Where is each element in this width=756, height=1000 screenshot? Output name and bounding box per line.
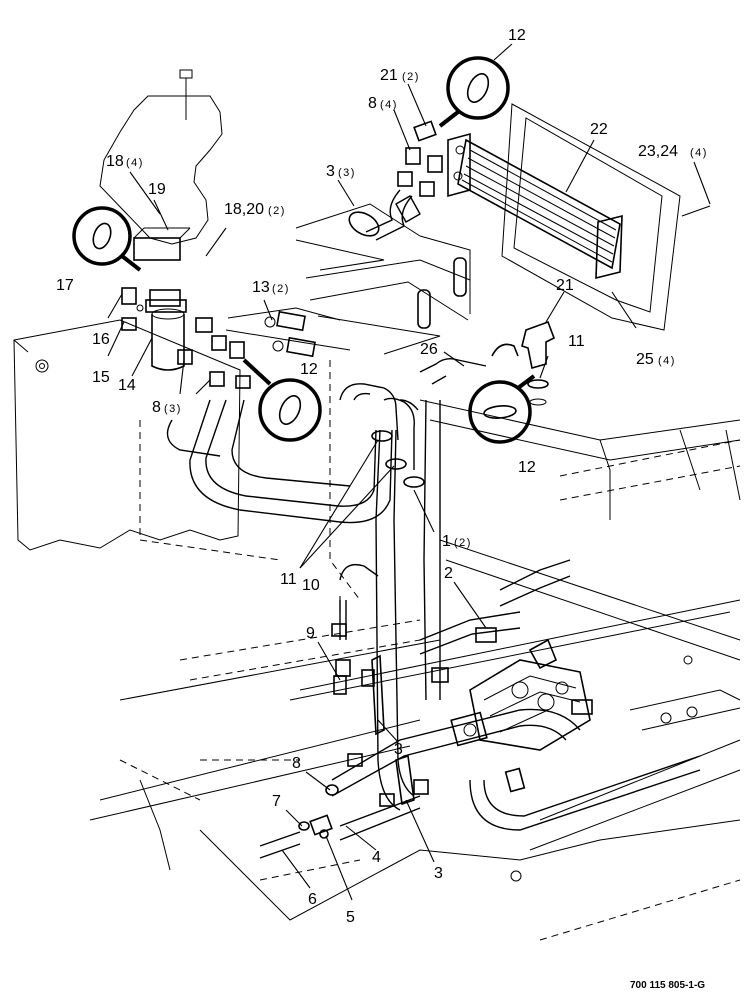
callout-15: 15 [92, 369, 110, 386]
callout-3-bottom: 3 [434, 865, 443, 882]
callout-21-top-qty: (2) [402, 71, 420, 83]
callout-8-top-qty: (4) [380, 99, 398, 111]
callout-18-20: 18,20 [224, 201, 264, 218]
callout-16: 16 [92, 331, 110, 348]
callout-1-qty: (2) [454, 537, 472, 549]
o-ring-detail-12-top [438, 56, 510, 128]
callout-6: 6 [308, 891, 317, 908]
callout-14: 14 [118, 377, 136, 394]
callout-8-bottom: 8 [292, 755, 301, 772]
o-ring-detail-12-middle [242, 358, 322, 442]
callout-22: 22 [590, 121, 608, 138]
hidden-lines [119, 360, 741, 941]
o-ring-detail-17 [72, 206, 142, 272]
callout-21-top: 21 [380, 67, 398, 84]
callout-18: 18 [106, 153, 124, 170]
callout-1: 1 [442, 533, 451, 550]
callout-3-top-qty: (3) [338, 167, 356, 179]
left-side-panel [13, 319, 241, 551]
filter-side-fittings [177, 317, 251, 389]
callout-8-left: 8 [152, 399, 161, 416]
elbow-fitting-21 [491, 320, 556, 406]
callout-11-bottom: 11 [280, 571, 297, 588]
callout-labels: 12 21 (2) 8 (4) 22 23,24 (4) 3 (3) 18 (4… [56, 27, 708, 991]
callout-9: 9 [306, 625, 315, 642]
callout-4: 4 [372, 849, 381, 866]
lower-fittings [298, 623, 449, 839]
callout-21-right: 21 [556, 277, 574, 294]
o-ring-detail-12-right [468, 374, 536, 444]
callout-19: 19 [148, 181, 166, 198]
adapter-fittings-13 [264, 257, 467, 358]
reference-planes [225, 203, 471, 355]
callout-12-top: 12 [508, 27, 526, 44]
callout-8-top: 8 [368, 95, 377, 112]
upper-hoses [348, 189, 421, 241]
callout-12-bottom: 12 [518, 459, 536, 476]
callout-18-qty: (4) [126, 157, 144, 169]
callout-25: 25 [636, 351, 654, 368]
mounting-bracket-plate [99, 69, 223, 245]
tube-clamps [371, 430, 425, 806]
callout-26: 26 [420, 341, 438, 358]
machine-frame [89, 399, 741, 921]
callout-8-left-qty: (3) [164, 403, 182, 415]
callout-5: 5 [346, 909, 355, 926]
callout-3-middle: 3 [394, 741, 403, 758]
cooler-fittings [397, 120, 443, 197]
callout-23-24-qty: (4) [690, 147, 708, 159]
callout-2: 2 [444, 565, 453, 582]
oil-filter-assembly [121, 227, 191, 371]
callout-13-qty: (2) [272, 283, 290, 295]
callout-13: 13 [252, 279, 270, 296]
leader-lines [107, 43, 711, 901]
callout-12-middle: 12 [300, 361, 318, 378]
callout-25-qty: (4) [658, 355, 676, 367]
hydraulic-pump [450, 627, 593, 793]
callout-7: 7 [272, 793, 281, 810]
callout-23-24: 23,24 [638, 143, 678, 160]
callout-11-top: 11 [568, 333, 585, 350]
oil-cooler-frame [501, 103, 681, 331]
callout-3-top: 3 [326, 163, 335, 180]
callout-10: 10 [302, 577, 320, 594]
callout-18-20-qty: (2) [268, 205, 286, 217]
oil-cooler-core [447, 132, 623, 280]
callout-17: 17 [56, 277, 74, 294]
document-number: 700 115 805-1-G [630, 980, 705, 991]
